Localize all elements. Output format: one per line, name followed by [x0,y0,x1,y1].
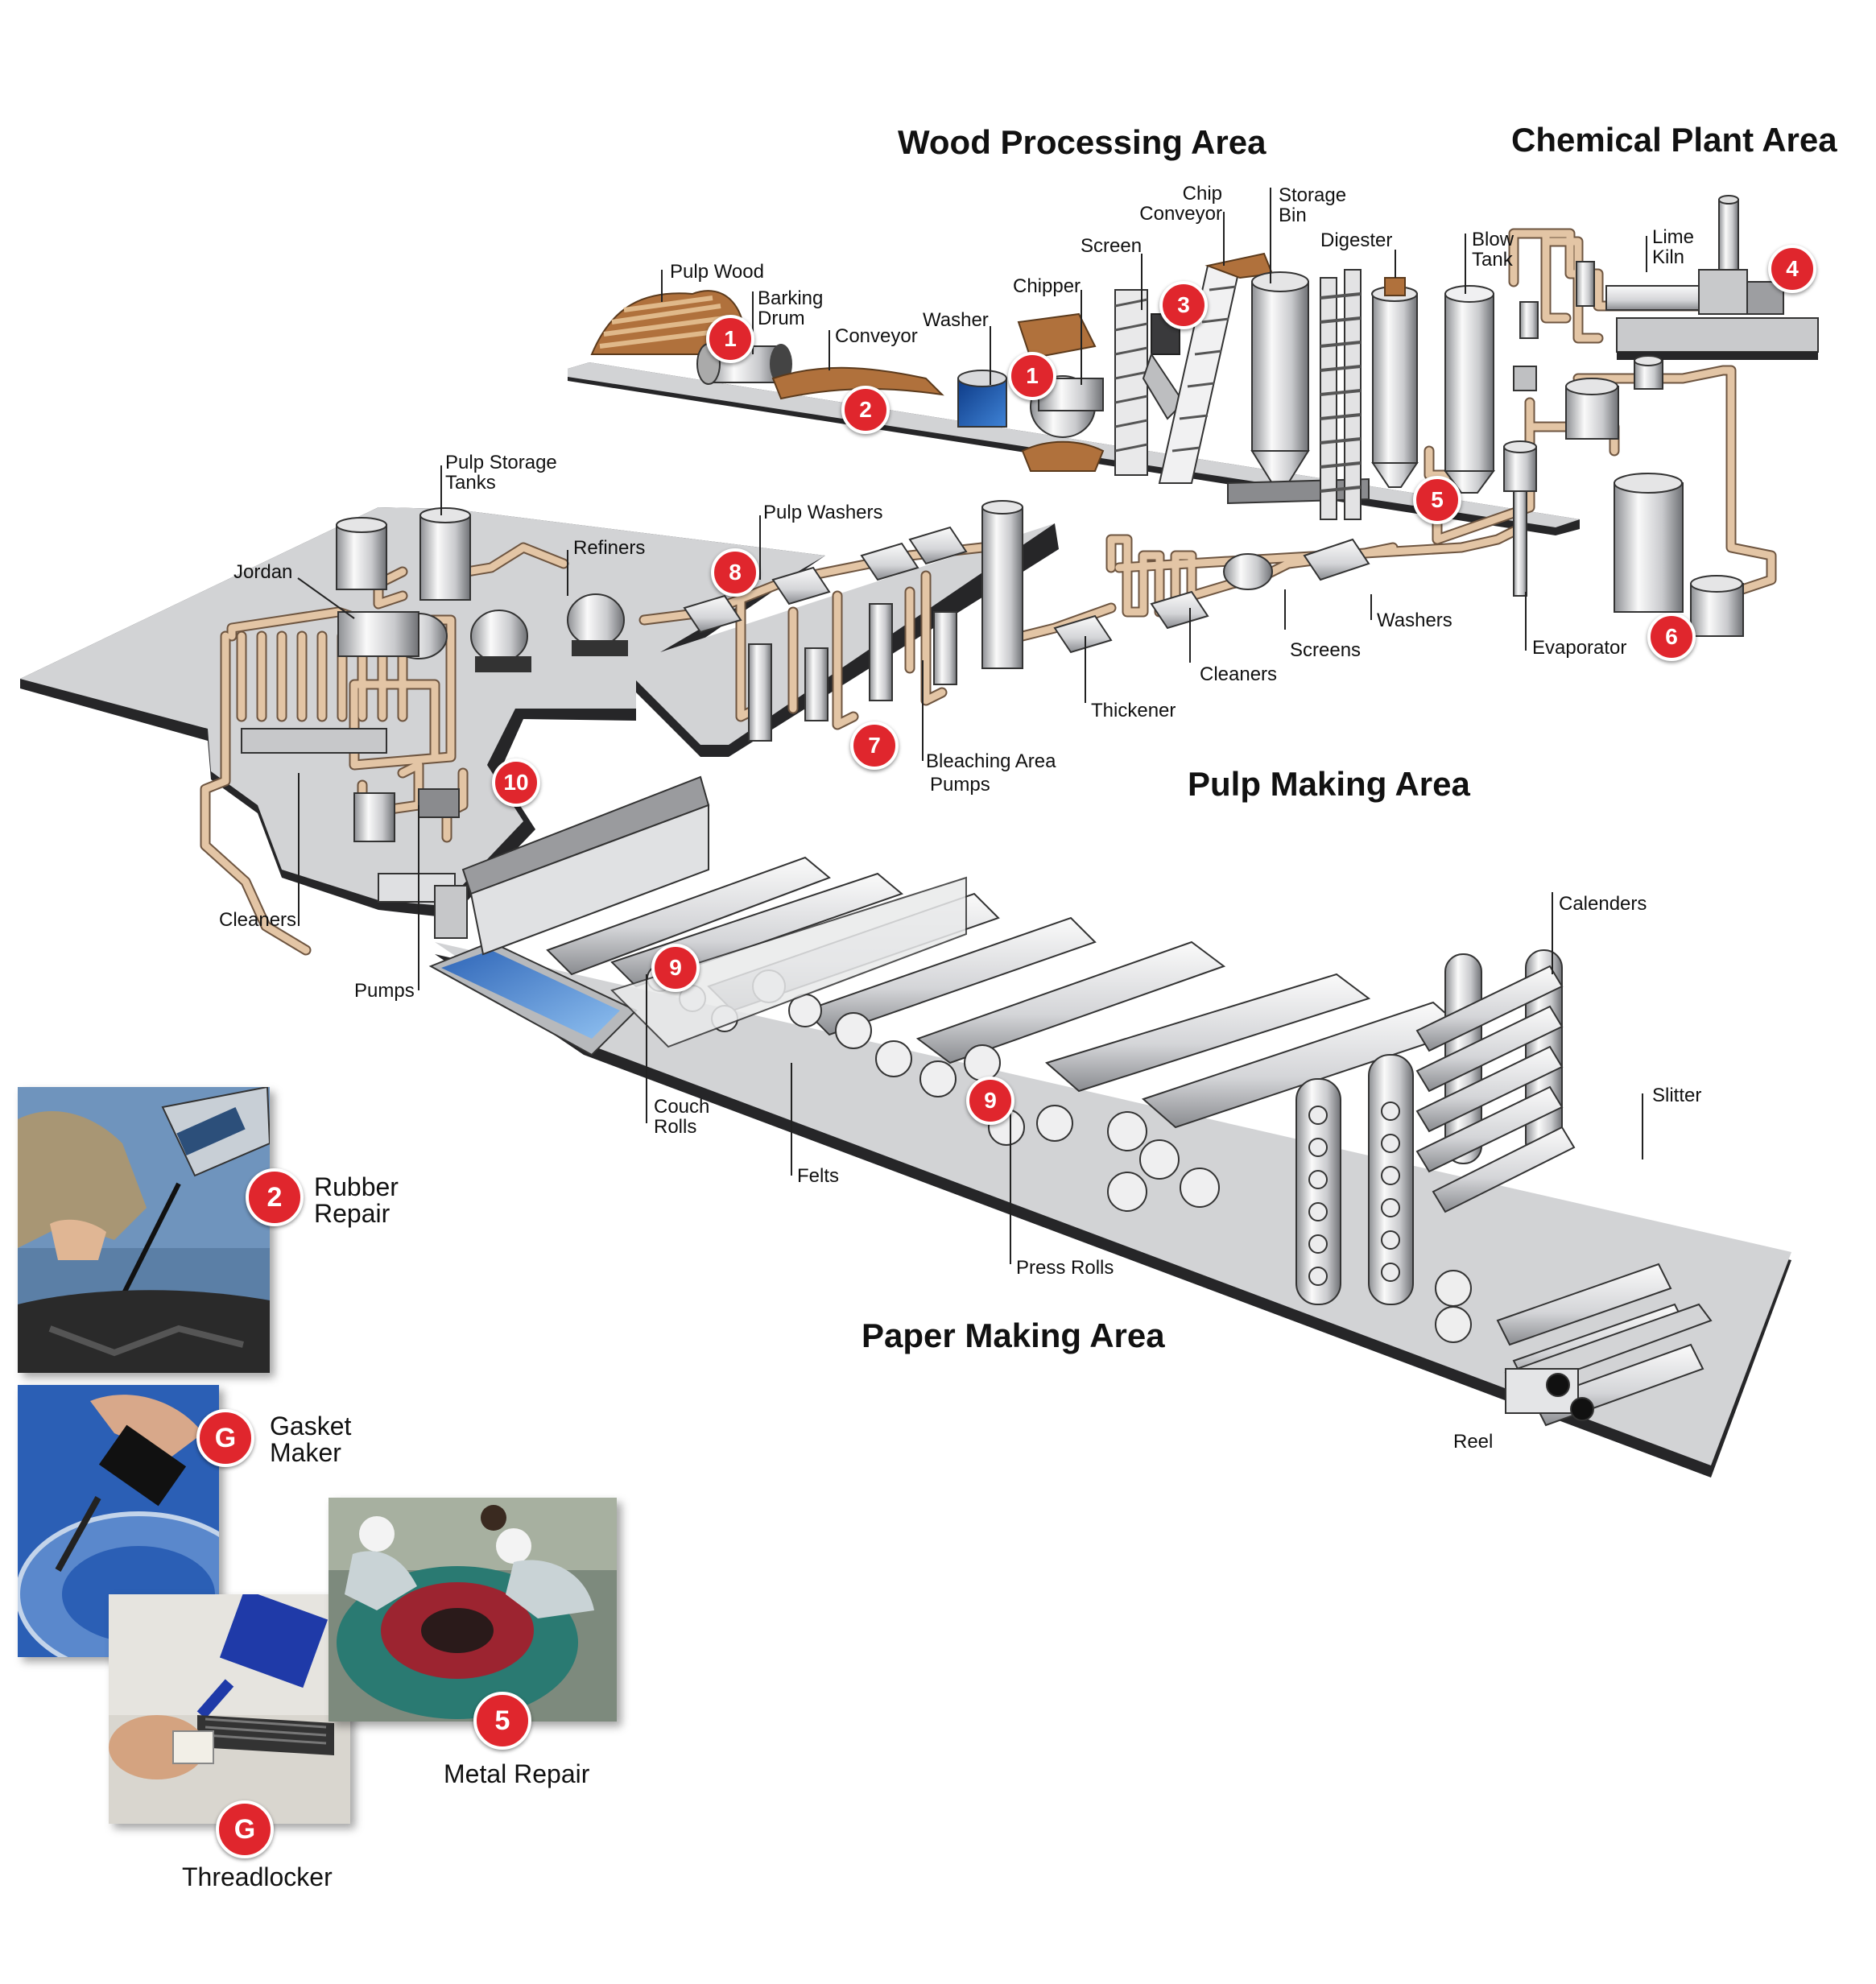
label-couch-rolls: Couch Rolls [654,1096,710,1138]
label-washer: Washer [923,309,989,331]
label-chipper: Chipper [1013,275,1081,297]
label-digester: Digester [1320,229,1393,251]
product-marker-metal-repair: 5 [473,1692,531,1750]
pulp-washers [683,526,968,634]
thickener-screens-washers [1053,538,1370,654]
marker-3-screen: 3 [1159,281,1208,329]
label-pulp-washers: Pulp Washers [763,502,883,523]
metal-repair-photo [329,1498,617,1722]
marker-1-chipper: 1 [1008,352,1056,400]
rubber-repair-image [18,1087,270,1373]
label-press-rolls: Press Rolls [1016,1257,1114,1279]
label-pumps-pulp: Pumps [930,774,990,796]
label-pulp-storage-tanks: Pulp Storage Tanks [445,452,557,494]
label-conveyor: Conveyor [835,325,918,347]
leader-lines [297,188,1647,1264]
chemical-vessels [1513,261,1663,440]
label-chip-conveyor: Chip Conveyor [1139,183,1222,225]
label-refiners: Refiners [573,537,646,559]
chip-screen [1114,289,1185,476]
product-marker-gasket-maker: G [196,1409,254,1467]
reel [1505,1368,1594,1421]
marker-10-cleaners: 10 [492,758,540,807]
label-reel: Reel [1453,1431,1494,1453]
label-felts: Felts [797,1165,840,1187]
label-storage-bin: Storage Bin [1279,184,1347,226]
wood-processing-area-title: Wood Processing Area [898,123,1267,161]
label-evaporator: Evaporator [1532,637,1627,659]
label-screen: Screen [1081,235,1143,257]
calender-rolls [1308,1102,1400,1286]
threadlocker-photo [109,1594,350,1824]
marker-5-blow-tank: 5 [1413,476,1461,524]
rubber-repair-photo [18,1087,270,1373]
washer [957,370,1007,428]
label-barking-drum: Barking Drum [758,287,824,329]
marker-1-barking: 1 [706,315,754,363]
headbox [378,775,710,956]
label-bleaching-area: Bleaching Area [926,750,1056,772]
bleach-towers [748,500,1023,742]
marker-9-couch: 9 [651,944,700,992]
label-cleaners-paper: Cleaners [219,909,297,931]
evaporator [1503,440,1537,597]
label-screens: Screens [1290,639,1362,661]
product-label-gasket-maker: Gasket Maker [270,1412,352,1467]
metal-repair-image [329,1498,617,1722]
label-calenders: Calenders [1559,893,1647,915]
chipper [1017,312,1105,472]
marker-9-press: 9 [966,1077,1014,1125]
jordan [337,611,448,659]
pulp-making-area-title: Pulp Making Area [1188,765,1470,803]
chemical-plant-area-title: Chemical Plant Area [1511,121,1837,159]
chemical-area-floor [1616,317,1819,360]
digester [1371,277,1419,488]
chemical-tanks [1614,473,1744,637]
lime-kiln [1605,195,1784,315]
conveyor-logs [771,366,944,400]
gasket-maker-photo [18,1385,219,1657]
marker-8-pulp-washers: 8 [711,548,759,597]
label-blow-tank: Blow Tank [1472,229,1514,271]
digester-ladder [1320,269,1362,520]
marker-4-lime-kiln: 4 [1768,245,1816,293]
pulp-area-floor [20,507,1059,918]
calender-drums [1415,965,1576,1343]
label-cleaners-pulp: Cleaners [1200,663,1278,685]
paper-making-area-title: Paper Making Area [862,1316,1165,1354]
product-marker-rubber-repair: 2 [246,1168,304,1226]
calender-stacks [1295,949,1563,1305]
gasket-maker-image [18,1385,219,1657]
label-jordan: Jordan [233,561,293,583]
threadlocker-image [109,1594,350,1824]
label-pulp-wood: Pulp Wood [670,261,764,283]
label-slitter: Slitter [1652,1085,1702,1106]
refiners [470,593,628,672]
product-label-threadlocker: Threadlocker [182,1862,333,1891]
pulp-storage-tanks [336,507,471,601]
product-label-rubber-repair: Rubber Repair [314,1172,399,1228]
felts [610,876,967,1048]
blow-tank [1444,285,1495,494]
product-marker-threadlocker: G [216,1800,274,1858]
product-label-metal-repair: Metal Repair [444,1759,590,1788]
marker-2-conveyor: 2 [841,386,890,434]
marker-6-chemical-tanks: 6 [1647,613,1696,661]
label-thickener: Thickener [1091,700,1176,721]
label-washers: Washers [1377,610,1452,631]
marker-7-bleaching-pumps: 7 [850,721,899,770]
label-pumps-paper: Pumps [354,980,415,1002]
chip-conveyor [1158,252,1274,484]
label-lime-kiln: Lime Kiln [1652,226,1695,268]
cleaners-frame [241,728,460,842]
